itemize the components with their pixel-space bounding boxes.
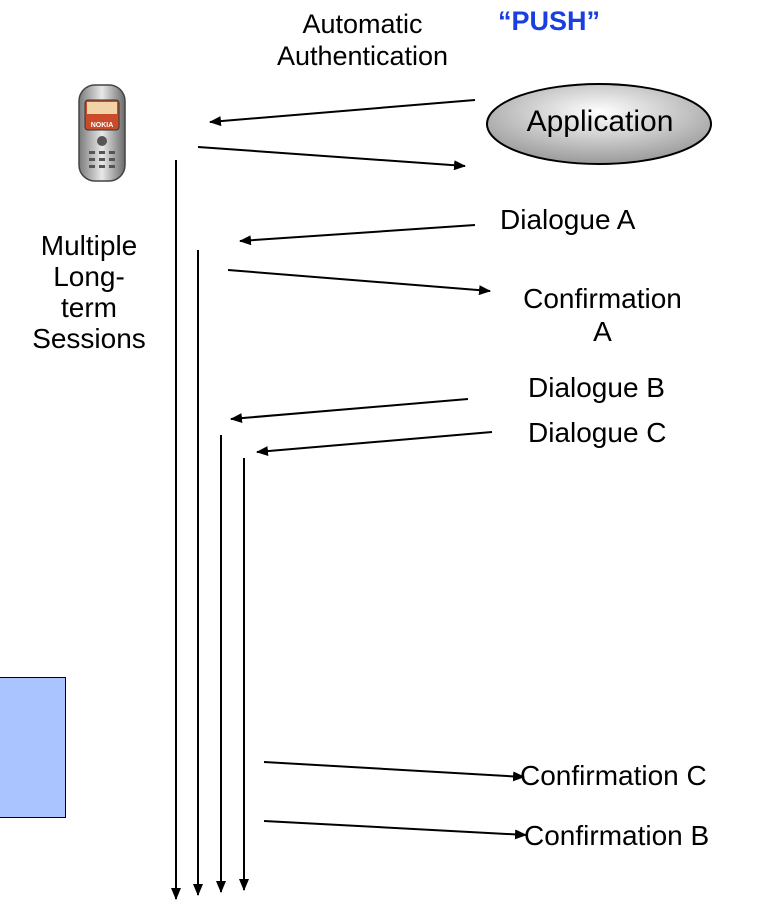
arrow-confirmation-a (227, 269, 491, 296)
blue-box (0, 677, 66, 818)
arrow-phone-to-application (197, 146, 466, 171)
confirmation-c-label: Confirmation C (520, 760, 707, 791)
auto-auth-line-1: Automatic (302, 9, 423, 39)
sessions-line-1: Multiple (40, 230, 138, 261)
sessions-line-4: Sessions (32, 323, 146, 354)
svg-text:NOKIA: NOKIA (91, 122, 114, 129)
confirmation-a-line-2: A (593, 316, 612, 347)
confirmation-a-label: Confirmation A (490, 282, 715, 348)
arrow-confirmation-c (263, 761, 525, 782)
arrow-dialogue-a (239, 224, 476, 246)
arrow-dialogue-c (256, 431, 493, 457)
sessions-line-3: term (61, 292, 117, 323)
sessions-line-2: Long- (53, 261, 125, 292)
arrow-auth-to-phone (209, 99, 476, 127)
confirmation-a-line-1: Confirmation (523, 283, 682, 314)
auto-auth-line-2: Authentication (276, 41, 449, 71)
push-label: “PUSH” (498, 6, 601, 36)
application-node (486, 83, 712, 165)
dialogue-b-label: Dialogue B (528, 372, 665, 403)
dialogue-a-label: Dialogue A (500, 204, 636, 235)
confirmation-b-label: Confirmation B (524, 820, 710, 851)
arrow-dialogue-b (230, 398, 469, 424)
sessions-label: Multiple Long- term Sessions (14, 230, 164, 354)
arrow-confirmation-b (263, 820, 527, 840)
application-label: Application (526, 105, 674, 138)
mobile-phone-icon: NOKIA (78, 84, 126, 182)
dialogue-c-label: Dialogue C (528, 417, 667, 448)
auto-auth-label: Automatic Authentication (230, 8, 495, 72)
